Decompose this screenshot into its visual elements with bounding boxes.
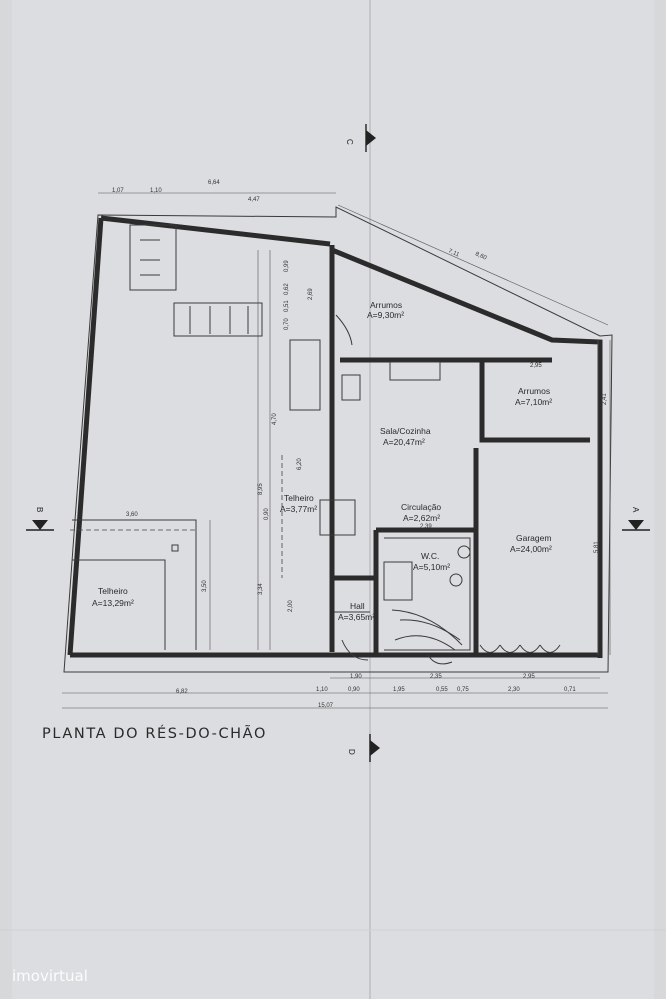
dim-v-269: 2,69 — [308, 288, 314, 300]
dim-b-055: 0,55 — [436, 687, 448, 693]
section-arrow-c — [366, 130, 376, 146]
outer-boundary — [63, 206, 613, 673]
dim-v-200: 2,00 — [288, 600, 294, 612]
wc-fixtures — [384, 537, 471, 651]
watermark: imovirtual — [12, 967, 88, 985]
section-label-b: B — [35, 507, 44, 512]
stair-treads-mid — [189, 306, 249, 334]
room-arrumos-top-area: A=9,30m² — [367, 310, 404, 320]
dim-b-075: 0,75 — [457, 687, 469, 693]
room-telheiro-mid-name: Telheiro — [284, 493, 314, 503]
section-label-a: A — [631, 507, 640, 513]
dim-line-diagonal — [337, 204, 609, 326]
stair-top — [129, 224, 177, 291]
dim-diag-b: 7,11 — [447, 248, 460, 258]
telheiro-mid-box — [319, 499, 356, 536]
section-marker-a: A — [622, 507, 650, 531]
wall-left — [67, 217, 104, 656]
dim-v-070: 0,70 — [284, 318, 290, 330]
section-marker-d: D — [347, 734, 380, 762]
room-circulacao-area: A=2,62m² — [403, 513, 440, 523]
dim-v-350: 3,50 — [202, 580, 208, 592]
room-arrumos-right-area: A=7,10m² — [515, 397, 552, 407]
dim-v-334: 3,34 — [258, 583, 264, 595]
room-arrumos-top-name: Arrumos — [370, 300, 402, 310]
dim-v-090: 0,90 — [264, 508, 270, 520]
dim-top-a: 1,07 — [112, 188, 124, 194]
dim-v-895: 8,95 — [258, 483, 264, 495]
room-arrumos-right-name: Arrumos — [518, 386, 550, 396]
section-arrow-a — [628, 520, 644, 530]
wc-toilet — [449, 573, 463, 587]
section-label-d: D — [347, 749, 356, 755]
dim-295-top: 2,95 — [530, 363, 542, 369]
dim-b-235: 2,35 — [430, 674, 442, 680]
room-hall-area: A=3,65m² — [338, 612, 375, 622]
front-door-swing — [427, 654, 453, 665]
room-telheiro-mid-area: A=3,77m² — [280, 504, 317, 514]
spiral-stair-arc — [391, 609, 463, 646]
dim-lines-right — [597, 340, 611, 655]
room-telheiro-left-area: A=13,29m² — [92, 598, 134, 608]
section-marker-c: C — [345, 124, 376, 152]
section-arrow-b — [32, 520, 48, 530]
dim-v-470: 4,70 — [272, 413, 278, 425]
dim-v-620: 6,20 — [297, 458, 303, 470]
section-marker-b: B — [26, 507, 54, 531]
counter-left — [289, 339, 321, 411]
dim-b-230: 2,30 — [508, 687, 520, 693]
dim-lines-bottom — [62, 677, 608, 709]
room-sala-name: Sala/Cozinha — [380, 426, 431, 436]
telheiro-left-outline — [72, 519, 197, 650]
stair-treads-top — [140, 239, 160, 276]
dim-b-090: 0,90 — [348, 687, 360, 693]
dim-581: 5,81 — [594, 541, 600, 553]
dim-b-1507: 15,07 — [318, 703, 334, 709]
room-wc-area: A=5,10m² — [413, 562, 450, 572]
dim-top-b: 1,10 — [150, 188, 162, 194]
shower — [383, 561, 413, 601]
dim-v-099: 0,99 — [284, 260, 290, 272]
dim-v-062: 0,62 — [284, 283, 290, 295]
dim-b-682: 6,82 — [176, 689, 188, 695]
plan-title: PLANTA DO RÉS-DO-CHÃO — [42, 725, 267, 742]
wc-basin — [457, 545, 471, 559]
dim-b-110: 1,10 — [316, 687, 328, 693]
room-garagem-area: A=24,00m² — [510, 544, 552, 554]
dim-241: 2,41 — [602, 393, 608, 405]
section-arrow-d — [370, 740, 380, 756]
wall-top-left — [100, 215, 331, 247]
stair-middle — [173, 302, 263, 337]
wall-arrumos-right — [479, 360, 590, 443]
room-circulacao-name: Circulação — [401, 502, 441, 512]
spiral-stair-steps — [394, 619, 461, 651]
sink — [389, 361, 441, 381]
dim-top-c: 6,64 — [208, 180, 220, 186]
wall-arrumos-outer — [331, 247, 603, 658]
arrumos-door-swing — [335, 314, 353, 346]
dim-b-195: 1,95 — [393, 687, 405, 693]
room-sala-area: A=20,47m² — [383, 437, 425, 447]
garage-door-swings — [479, 644, 561, 653]
room-hall-name: Hall — [350, 601, 365, 611]
telheiro-left-inner — [72, 559, 166, 650]
dim-diag-a: 8,60 — [474, 251, 488, 262]
dim-239: 2,39 — [420, 524, 432, 530]
dim-b-190: 1,90 — [350, 674, 362, 680]
room-garagem-name: Garagem — [516, 533, 551, 543]
section-label-c: C — [345, 139, 354, 145]
stove — [341, 374, 361, 401]
dim-b-295: 2,95 — [523, 674, 535, 680]
room-telheiro-left-name: Telheiro — [98, 586, 128, 596]
dim-b-071: 0,71 — [564, 687, 576, 693]
hall-door-swing — [341, 639, 369, 661]
dim-top-d: 4,47 — [248, 197, 260, 203]
dim-lines-vertical — [209, 250, 271, 650]
dim-v-051: 0,51 — [284, 300, 290, 312]
column-mark — [171, 544, 179, 552]
room-wc-name: W.C. — [421, 551, 439, 561]
dim-360: 3,60 — [126, 512, 138, 518]
